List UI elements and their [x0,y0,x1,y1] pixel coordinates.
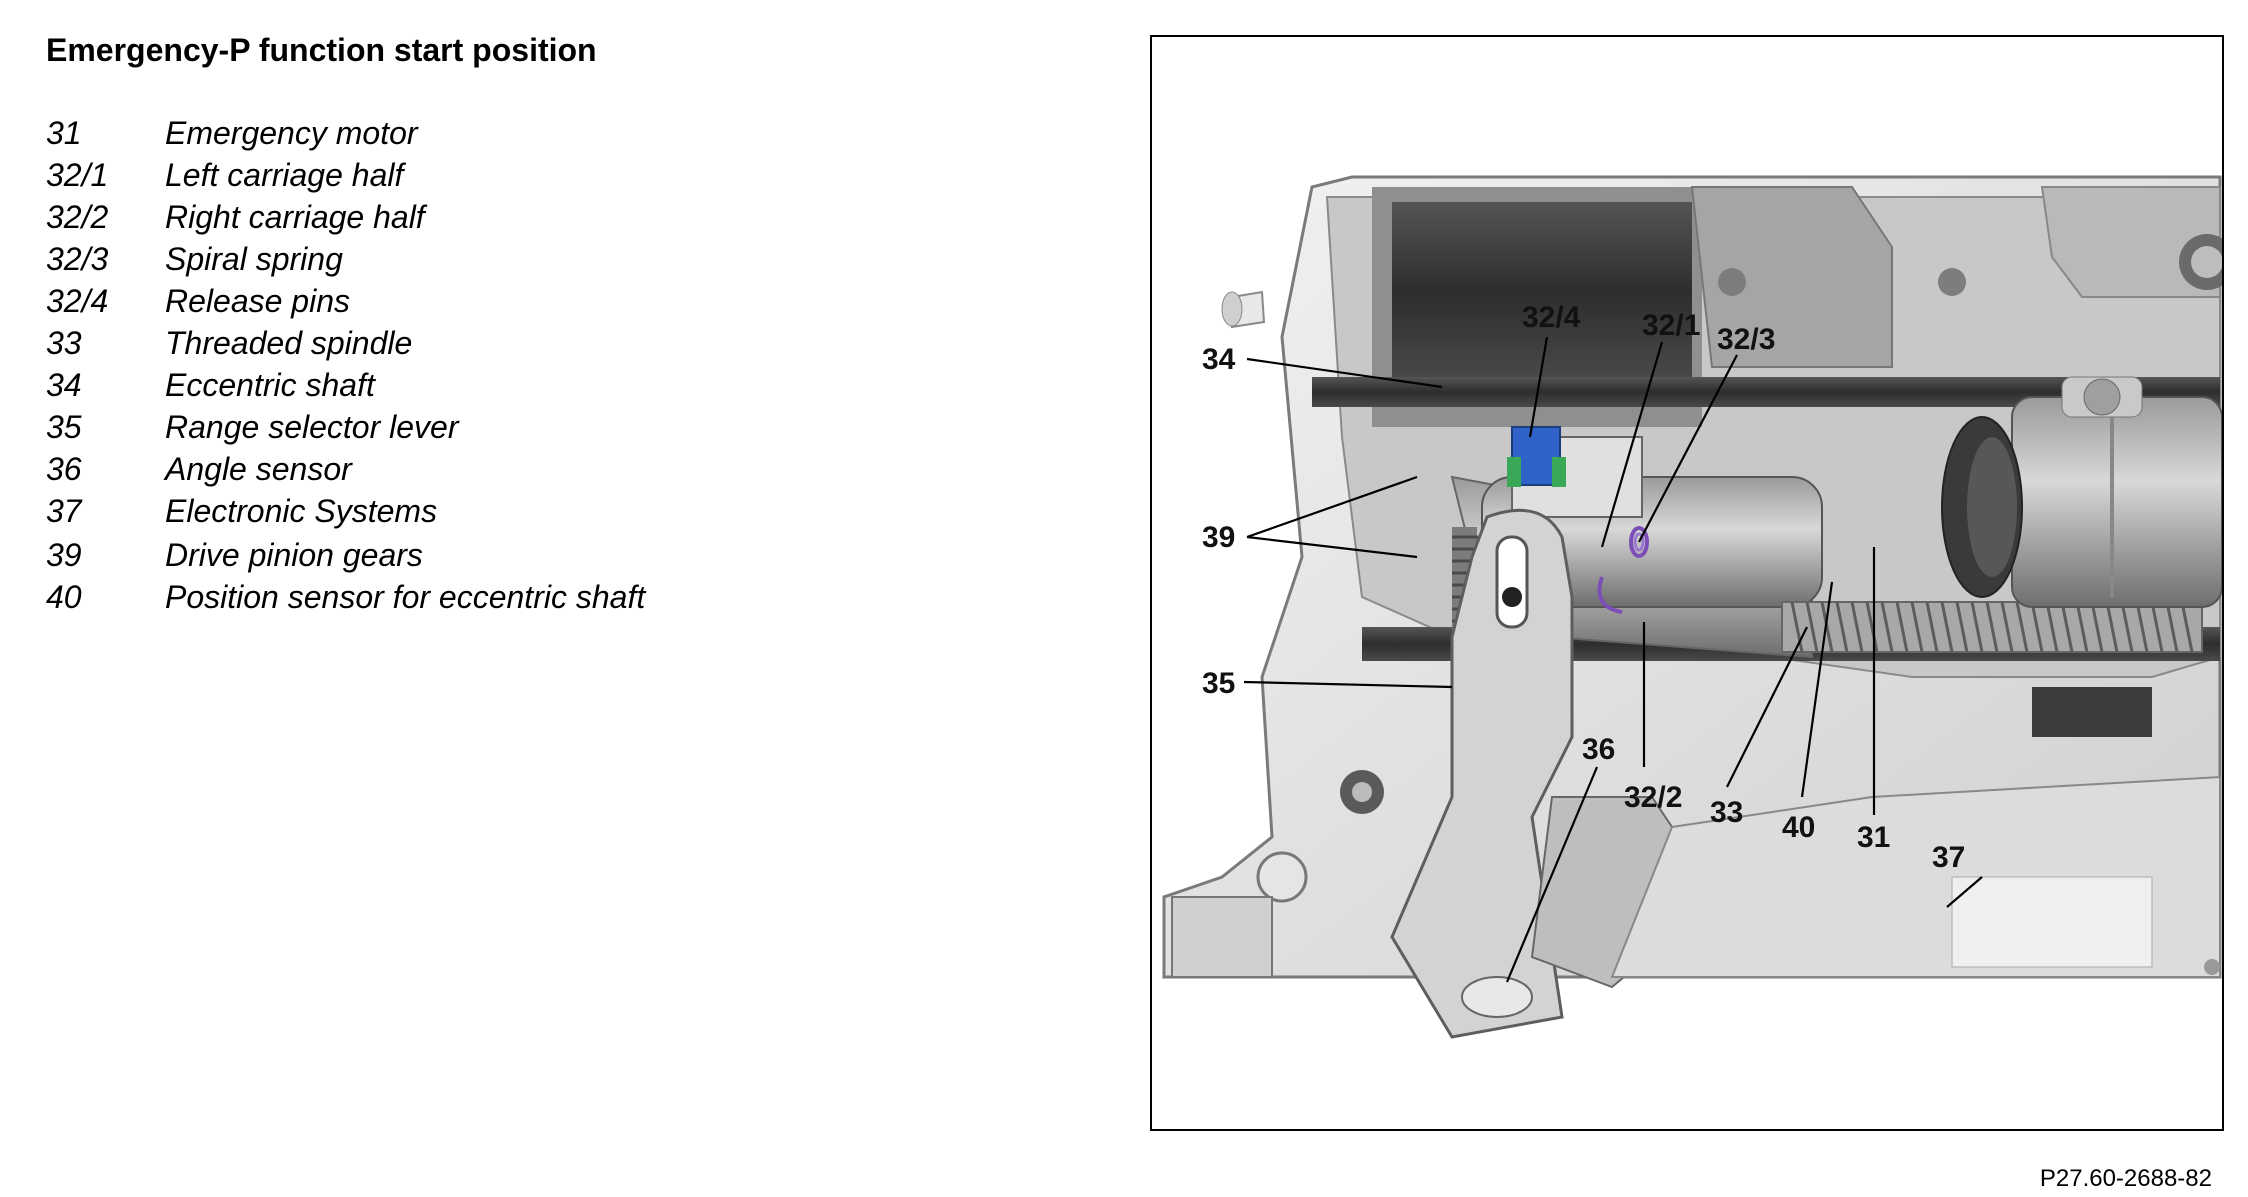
leader-39-b [1246,535,1418,559]
leader-32-4 [1528,336,1549,438]
callout-40: 40 [1782,811,1815,844]
leader-36 [1505,766,1599,983]
emergency-motor [1941,376,2222,608]
page-title: Emergency-P function start position [46,32,597,68]
legend-number: 35 [46,409,82,445]
legend-description: Threaded spindle [165,325,413,361]
motor-bolt [1718,268,1746,296]
legend-description: Left carriage half [165,157,404,193]
mounting-bolt-hole [1352,782,1372,802]
legend-number: 31 [46,115,82,151]
leader-32-3 [1638,354,1738,543]
leader-lines [1243,336,1983,983]
legend-number: 34 [46,367,82,403]
range-selector-lever [1390,508,1574,1039]
callout-37: 37 [1932,841,1965,874]
legend-number: 32/4 [46,283,109,319]
leader-35 [1243,680,1453,689]
leader-40 [1800,581,1834,798]
callout-31: 31 [1857,821,1890,854]
legend-number: 32/3 [46,241,109,277]
figure-reference: P27.60-2688-82 [2039,1165,2212,1192]
leader-39-a [1246,475,1418,539]
callout-32-2: 32/2 [1624,781,1682,814]
bracket-hole [1256,851,1308,903]
leader-34 [1246,357,1443,389]
figure-frame: 34 32/4 32/1 32/3 39 35 36 32/2 33 40 31… [1150,35,2224,1131]
callout-32-3: 32/3 [1717,323,1775,356]
callout-32-1: 32/1 [1642,309,1700,342]
transmission-illustration: 34 32/4 32/1 32/3 39 35 36 32/2 33 40 31… [1162,175,2222,1078]
callout-32-4: 32/4 [1522,301,1581,334]
legend-number: 39 [46,537,82,573]
legend-description: Spiral spring [165,241,343,277]
callout-39: 39 [1202,521,1235,554]
legend-description: Position sensor for eccentric shaft [165,579,646,615]
legend-number: 32/1 [46,157,109,193]
legend-description: Right carriage half [165,199,425,235]
legend-description: Release pins [165,283,350,319]
spacer-mark [1311,1076,1313,1078]
legend-description: Emergency motor [165,115,418,151]
legend-description: Drive pinion gears [165,537,423,573]
legend-number: 40 [46,579,82,615]
leader-32-1 [1600,341,1664,548]
electronic-systems-board [1610,687,2221,978]
release-pins [1507,426,1566,487]
legend-number: 32/2 [46,199,109,235]
threaded-spindle [1781,601,2203,653]
leader-33 [1726,626,1808,788]
legend-number: 36 [46,451,82,487]
callout-36: 36 [1582,733,1615,766]
legend-description: Eccentric shaft [165,367,375,403]
callout-33: 33 [1710,796,1743,829]
motor-bolt-2 [1938,268,1966,296]
legend-number: 37 [46,493,82,529]
legend-description: Angle sensor [165,451,352,487]
callout-34: 34 [1202,343,1236,376]
spiral-spring [1597,526,1649,614]
leader-37 [1946,876,1983,908]
connector-housing [1171,896,1273,978]
legend-number: 33 [46,325,82,361]
legend-description: Electronic Systems [165,493,438,529]
callout-35: 35 [1202,667,1235,700]
legend-description: Range selector lever [165,409,459,445]
